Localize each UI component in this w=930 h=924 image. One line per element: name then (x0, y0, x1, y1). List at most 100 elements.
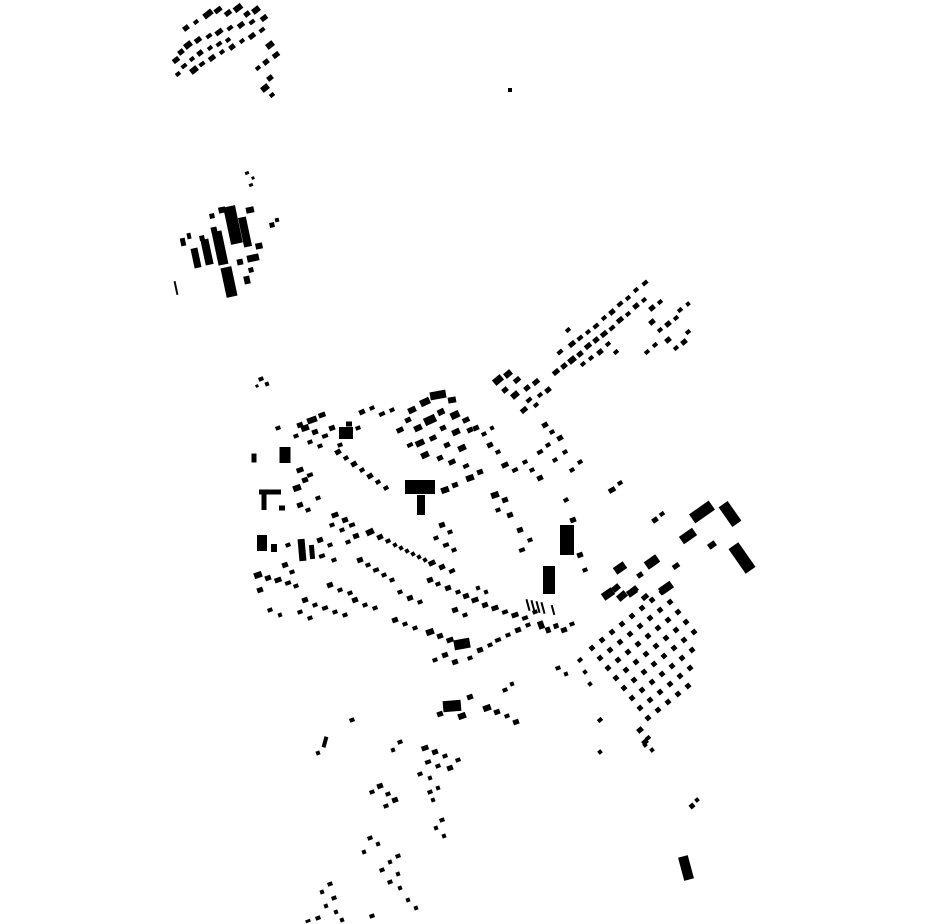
building-footprint (656, 298, 664, 306)
building-footprint (450, 547, 458, 553)
building-footprint (678, 855, 694, 881)
building-footprint (436, 454, 444, 462)
building-footprint (431, 748, 439, 756)
building-footprint (435, 785, 441, 791)
building-footprint (382, 485, 390, 491)
building-footprint (348, 522, 356, 528)
building-footprint (374, 479, 382, 485)
building-footprint (466, 655, 474, 661)
building-footprint (366, 835, 374, 841)
building-footprint (189, 65, 199, 75)
building-footprint (544, 386, 552, 394)
building-footprint (581, 567, 589, 573)
building-footprint (508, 88, 512, 92)
building-footprint (407, 405, 417, 415)
building-footprint (326, 581, 334, 589)
building-footprint (501, 687, 509, 693)
building-footprint (183, 40, 193, 50)
building-footprint (465, 473, 475, 483)
building-footprint (246, 253, 260, 263)
building-footprint (420, 450, 430, 460)
building-footprint (512, 375, 522, 385)
building-footprint (493, 708, 501, 716)
building-footprint (323, 903, 329, 909)
building-footprint (428, 434, 438, 442)
building-footprint (387, 859, 393, 865)
building-footprint (664, 616, 672, 624)
building-footprint (253, 570, 263, 580)
building-footprint (598, 636, 606, 644)
building-footprint (569, 516, 577, 524)
building-footprint (648, 304, 656, 312)
building-footprint (422, 557, 428, 563)
building-footprint (682, 618, 690, 626)
cluster-hamlet-northwest (171, 2, 281, 99)
building-footprint (607, 486, 617, 494)
building-footprint (348, 717, 356, 723)
building-footprint (177, 48, 185, 56)
building-footprint (368, 405, 376, 411)
building-footprint (612, 674, 620, 682)
building-footprint (236, 258, 244, 266)
building-footprint (442, 699, 462, 713)
building-footprint (333, 909, 339, 915)
building-footprint (615, 315, 625, 325)
cluster-town-core-north (358, 389, 495, 470)
building-footprint (482, 703, 492, 713)
building-footprint (182, 24, 190, 32)
building-footprint (446, 764, 454, 772)
building-footprint (567, 339, 577, 349)
building-footprint (259, 13, 269, 23)
building-footprint (380, 572, 388, 578)
building-footprint (453, 637, 471, 651)
building-footprint (462, 462, 470, 470)
building-footprint (262, 58, 270, 66)
building-footprint (604, 340, 612, 348)
building-footprint (429, 389, 447, 401)
building-footprint (500, 461, 510, 469)
building-footprint (396, 739, 404, 745)
building-footprint (247, 31, 257, 41)
building-footprint (411, 625, 419, 631)
building-footprint (666, 598, 674, 606)
building-footprint (279, 505, 285, 511)
building-footprint (405, 480, 435, 494)
building-footprint (224, 36, 232, 44)
building-footprint (657, 580, 675, 596)
cluster-grid-quarter-southeast (576, 583, 698, 748)
building-footprint (361, 602, 369, 608)
building-footprint (214, 27, 224, 37)
building-footprint (330, 557, 338, 563)
building-footprint (281, 561, 289, 569)
building-footprint (248, 267, 254, 273)
building-footprint (328, 424, 336, 432)
building-footprint (525, 598, 531, 612)
building-footprint (606, 646, 614, 654)
building-footprint (664, 698, 672, 706)
building-footprint (592, 322, 600, 330)
building-footprint (596, 716, 604, 724)
building-footprint (521, 459, 529, 465)
building-footprint (560, 362, 568, 370)
building-footprint (654, 706, 662, 714)
building-footprint (420, 744, 430, 752)
building-footprint (268, 91, 276, 99)
building-footprint (314, 915, 322, 921)
building-footprint (612, 348, 620, 356)
building-footprint (579, 360, 587, 368)
building-footprint (684, 328, 692, 336)
cluster-isolated-dot-north (508, 88, 512, 92)
building-footprint (292, 583, 300, 589)
building-footprint (271, 544, 277, 552)
building-footprint (628, 612, 636, 620)
building-footprint (433, 825, 439, 831)
building-footprint (688, 802, 696, 810)
building-footprint (205, 32, 213, 40)
building-footprint (470, 596, 480, 604)
building-footprint (438, 563, 446, 571)
building-footprint (656, 688, 664, 696)
building-footprint (321, 605, 329, 611)
building-footprint (193, 35, 203, 45)
building-footprint (447, 458, 457, 466)
building-footprint (259, 489, 281, 495)
